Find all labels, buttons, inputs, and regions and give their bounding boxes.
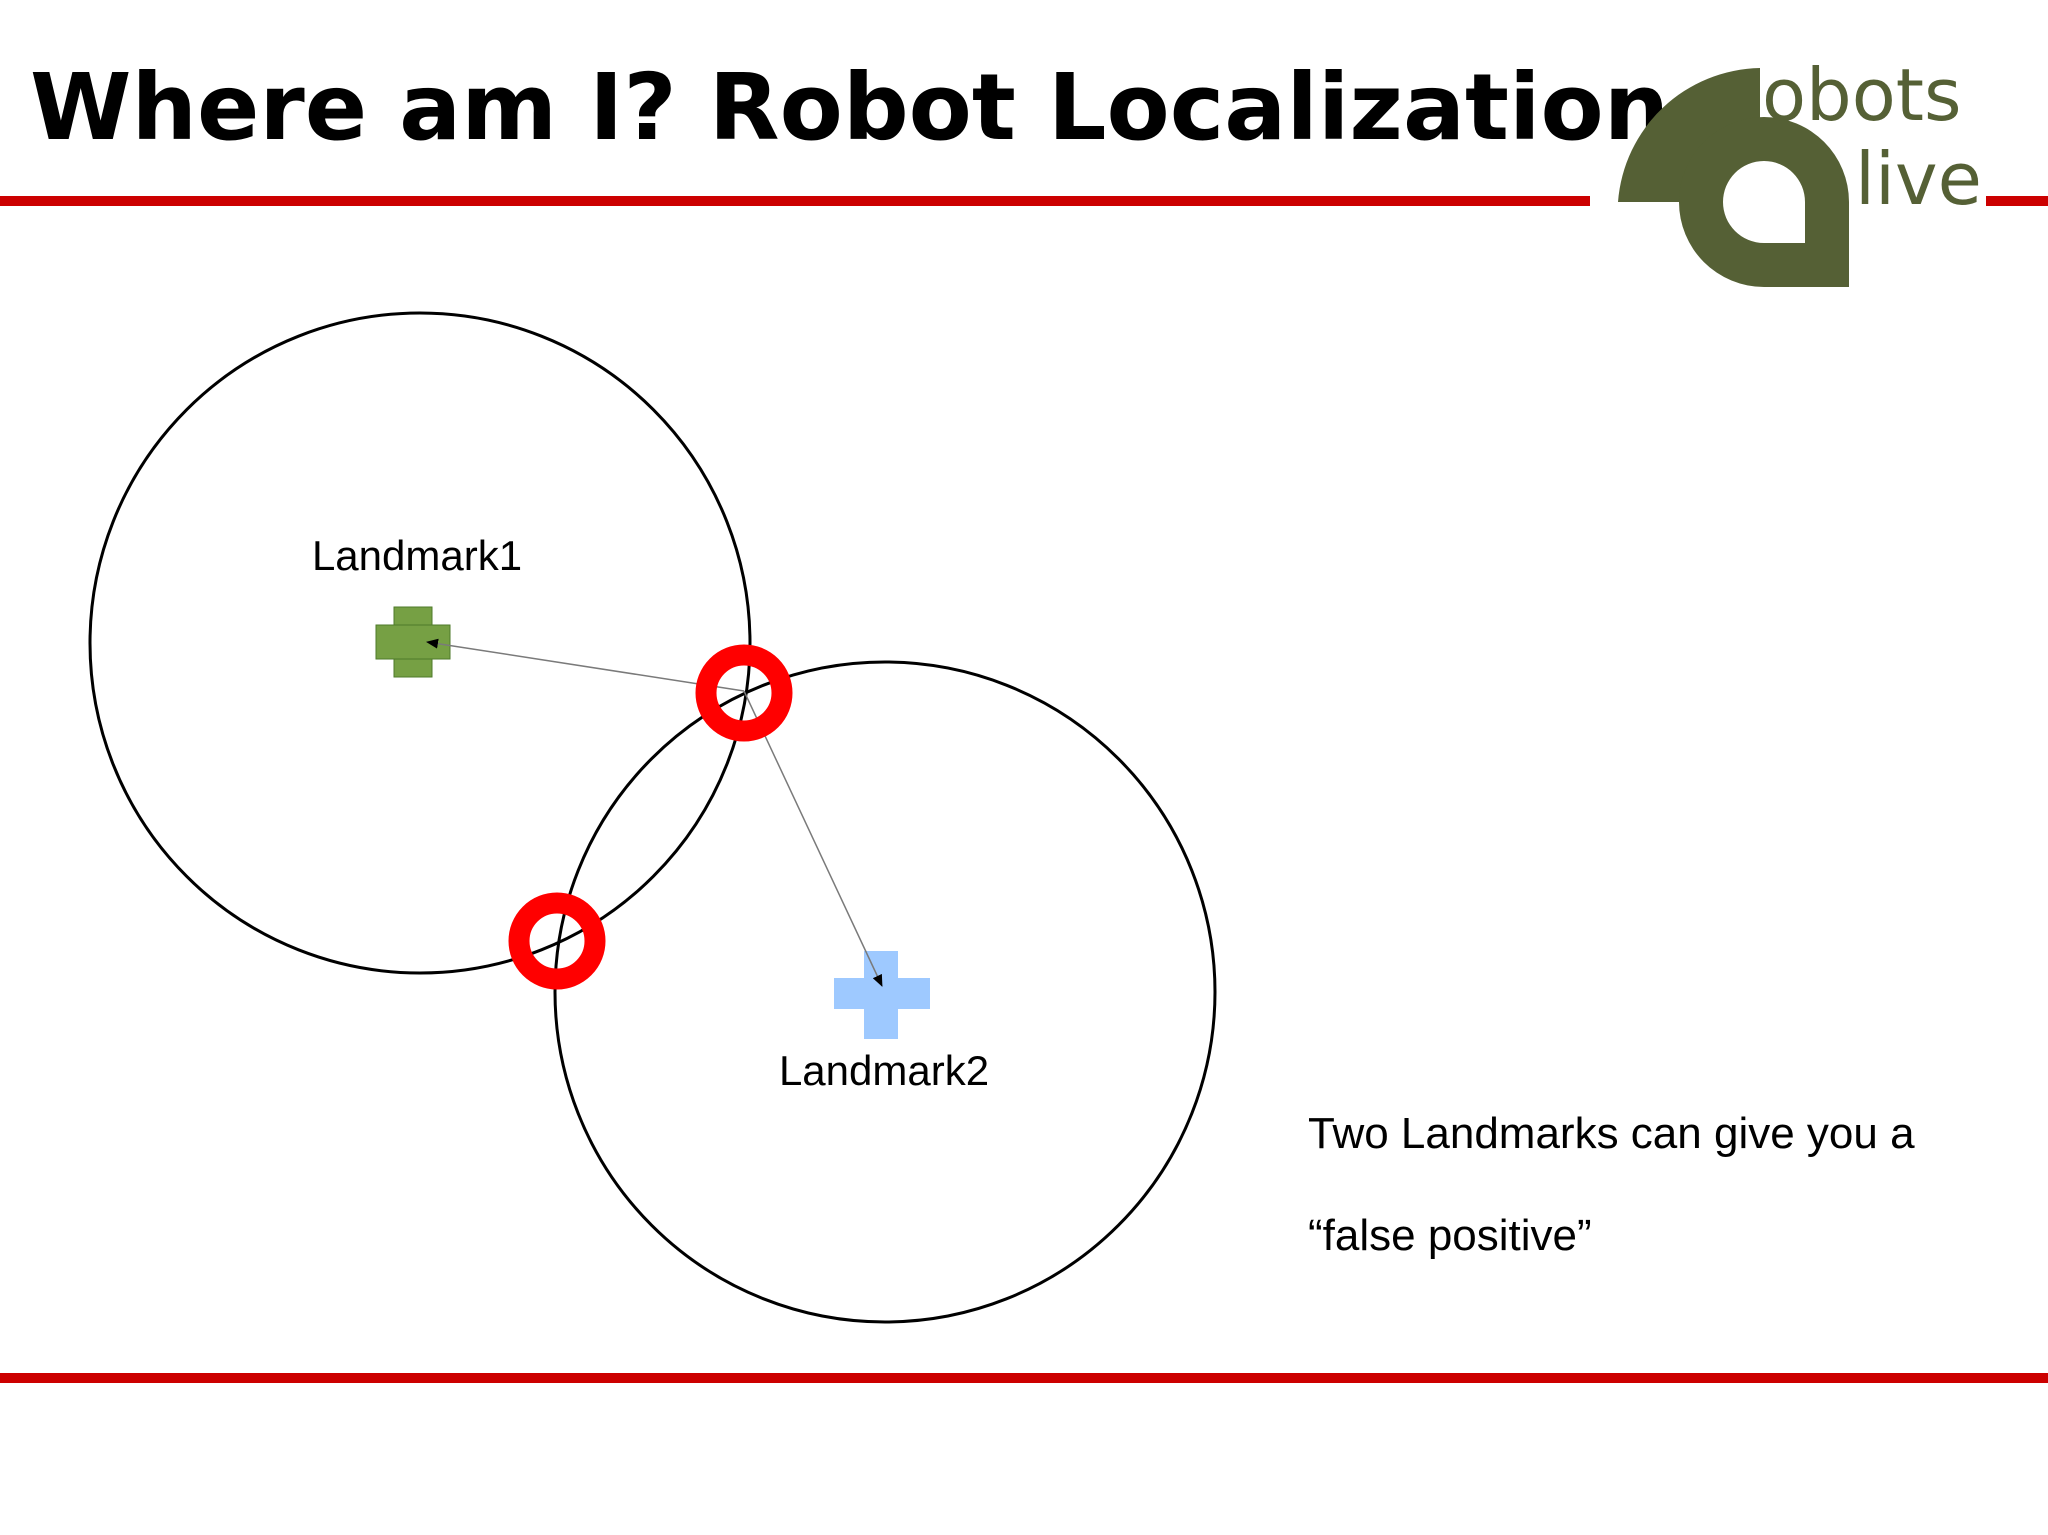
logo-word-bottom: live [1855, 137, 1982, 221]
landmark2-marker [834, 951, 930, 1039]
landmark1-marker [375, 606, 451, 678]
range-arrow-to-landmark2 [743, 690, 883, 987]
range-circle-landmark1 [88, 311, 752, 975]
logo-word-top: obots [1762, 53, 1962, 137]
logo-letter-a [1679, 117, 1849, 287]
robots-alive-logo: obots live [1618, 53, 1982, 287]
landmark2-label: Landmark2 [779, 1047, 989, 1094]
range-circle-landmark2 [553, 660, 1217, 1324]
footer-divider [0, 1373, 2048, 1383]
title-divider-right [1986, 196, 2048, 206]
slide-title: Where am I? Robot Localization [30, 54, 1670, 161]
range-arrow-to-landmark1 [426, 638, 745, 692]
caption-line-2: “false positive” [1308, 1211, 1592, 1260]
candidate-position-marker-2 [508, 892, 606, 990]
landmark1-label: Landmark1 [312, 532, 522, 579]
caption-line-1: Two Landmarks can give you a [1308, 1109, 1915, 1158]
title-divider [0, 196, 1590, 206]
candidate-position-marker-1 [695, 644, 793, 742]
logo-outer-arc [1618, 68, 1760, 202]
